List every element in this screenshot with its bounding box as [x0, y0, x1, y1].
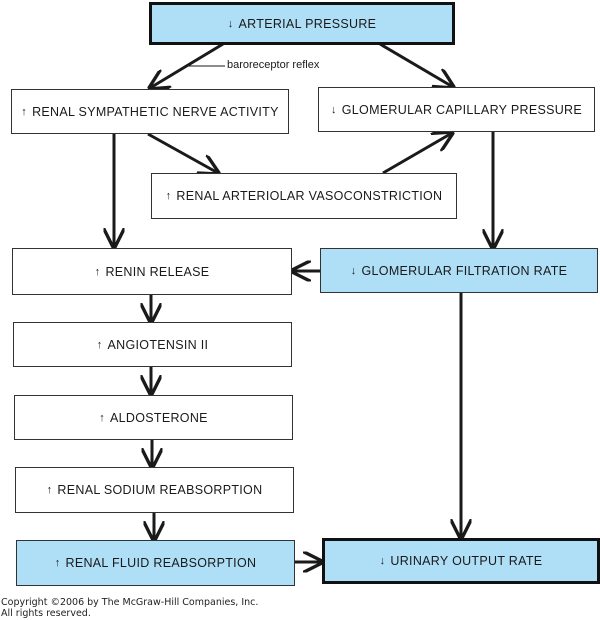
- increase-arrow-icon: ↑: [21, 105, 28, 118]
- node-label: RENAL ARTERIOLAR VASOCONSTRICTION: [176, 189, 443, 203]
- node-renal-fluid-reabsorption: ↑ RENAL FLUID REABSORPTION: [16, 540, 295, 586]
- node-aldosterone: ↑ ALDOSTERONE: [14, 395, 293, 440]
- edge-sympathetic-to-vasoconstriction: [147, 132, 218, 173]
- node-label: ANGIOTENSIN II: [107, 337, 209, 352]
- node-label: RENIN RELEASE: [105, 264, 210, 279]
- node-label: RENAL SYMPATHETIC NERVE ACTIVITY: [32, 104, 279, 119]
- copyright-line-2: All rights reserved.: [1, 608, 91, 619]
- copyright-line-1: Copyright ©2006 by The McGraw-Hill Compa…: [1, 597, 259, 608]
- decrease-arrow-icon: ↓: [330, 103, 337, 116]
- node-label: GLOMERULAR CAPILLARY PRESSURE: [341, 102, 583, 117]
- increase-arrow-icon: ↑: [165, 190, 172, 202]
- edge-arterial-to-glomerular-capillary: [379, 42, 453, 87]
- node-label: GLOMERULAR FILTRATION RATE: [361, 263, 568, 278]
- node-renal-sympathetic-nerve-activity: ↑ RENAL SYMPATHETIC NERVE ACTIVITY: [11, 89, 289, 134]
- increase-arrow-icon: ↑: [46, 484, 53, 496]
- decrease-arrow-icon: ↓: [350, 264, 357, 277]
- edge-arterial-to-sympathetic: [150, 42, 224, 88]
- node-glomerular-filtration-rate: ↓ GLOMERULAR FILTRATION RATE: [320, 248, 598, 293]
- copyright-notice: Copyright ©2006 by The McGraw-Hill Compa…: [1, 597, 258, 619]
- decrease-arrow-icon: ↓: [227, 17, 234, 30]
- increase-arrow-icon: ↑: [99, 411, 106, 424]
- increase-arrow-icon: ↑: [94, 265, 101, 278]
- node-glomerular-capillary-pressure: ↓ GLOMERULAR CAPILLARY PRESSURE: [318, 87, 595, 132]
- node-renal-sodium-reabsorption: ↑ RENAL SODIUM REABSORPTION: [15, 467, 294, 513]
- node-renin-release: ↑ RENIN RELEASE: [12, 248, 292, 295]
- node-label: URINARY OUTPUT RATE: [390, 554, 543, 568]
- node-label: RENAL FLUID REABSORPTION: [65, 556, 257, 570]
- increase-arrow-icon: ↑: [54, 557, 61, 569]
- node-label: RENAL SODIUM REABSORPTION: [57, 483, 263, 497]
- node-angiotensin-ii: ↑ ANGIOTENSIN II: [13, 322, 292, 367]
- node-arterial-pressure: ↓ ARTERIAL PRESSURE: [149, 2, 455, 45]
- edge-vasoconstriction-to-glomerular-capillary: [382, 133, 452, 175]
- decrease-arrow-icon: ↓: [379, 555, 386, 567]
- node-label: ARTERIAL PRESSURE: [238, 16, 377, 31]
- node-urinary-output-rate: ↓ URINARY OUTPUT RATE: [322, 538, 600, 584]
- node-renal-arteriolar-vasoconstriction: ↑ RENAL ARTERIOLAR VASOCONSTRICTION: [151, 173, 457, 219]
- node-label: ALDOSTERONE: [110, 410, 208, 425]
- increase-arrow-icon: ↑: [96, 338, 103, 351]
- baroreceptor-reflex-label: baroreceptor reflex: [227, 59, 320, 71]
